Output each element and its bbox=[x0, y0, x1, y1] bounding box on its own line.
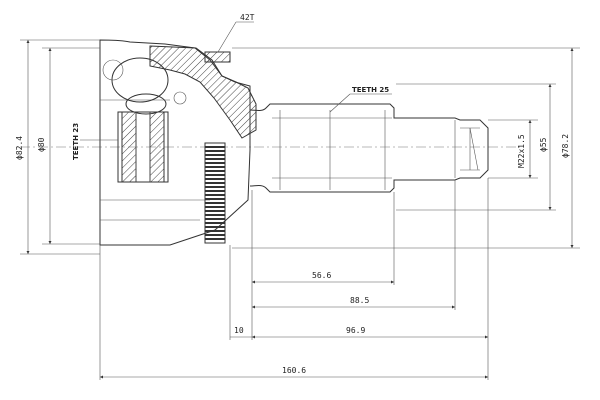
dim-dia-78-2-text: ϕ78.2 bbox=[561, 134, 570, 158]
abs-ring-tooth bbox=[205, 150, 225, 152]
label-teeth-25-text: TEETH 25 bbox=[352, 86, 389, 94]
abs-ring-tooth bbox=[205, 154, 225, 156]
dim-len-88-5: 88.5 bbox=[252, 296, 455, 309]
abs-ring-tooth bbox=[205, 194, 225, 196]
abs-ring-tooth bbox=[205, 186, 225, 188]
dim-dia-55: ϕ55 bbox=[396, 83, 556, 211]
dim-dia-80-text: ϕ80 bbox=[37, 137, 46, 152]
abs-ring-tooth bbox=[205, 190, 225, 192]
label-teeth-23-text: TEETH 23 bbox=[72, 123, 80, 160]
ball-cage bbox=[102, 57, 187, 115]
dim-len-96-9: 96.9 bbox=[252, 326, 488, 339]
dim-len-160-6: 160.6 bbox=[100, 366, 488, 379]
abs-ring-tooth bbox=[205, 222, 225, 224]
abs-ring-tooth bbox=[205, 166, 225, 168]
label-42t: 42T bbox=[217, 13, 255, 53]
abs-ring-tooth bbox=[205, 214, 225, 216]
outer-housing bbox=[99, 39, 257, 246]
abs-ring-tooth bbox=[205, 146, 225, 148]
abs-ring-tooth bbox=[205, 230, 225, 232]
dim-len-96-9-text: 96.9 bbox=[346, 326, 365, 335]
dim-len-10-text: 10 bbox=[234, 326, 244, 335]
abs-ring-tooth bbox=[205, 178, 225, 180]
dim-dia-80: ϕ80 bbox=[37, 47, 100, 245]
dim-len-56-6: 56.6 bbox=[252, 271, 394, 284]
dim-len-160-6-text: 160.6 bbox=[282, 366, 306, 375]
label-teeth-25: TEETH 25 bbox=[329, 86, 392, 113]
abs-ring-tooth bbox=[205, 162, 225, 164]
abs-ring-tooth bbox=[205, 210, 225, 212]
abs-ring-tooth bbox=[205, 202, 225, 204]
inner-race bbox=[117, 111, 169, 183]
dim-dia-82-4-text: ϕ82.4 bbox=[15, 136, 24, 160]
extension-lines bbox=[99, 178, 489, 380]
abs-ring-tooth bbox=[205, 238, 225, 240]
dim-thread: M22x1.5 bbox=[488, 119, 538, 179]
abs-ring-tooth bbox=[205, 234, 225, 236]
abs-ring bbox=[204, 142, 226, 244]
abs-ring-tooth bbox=[205, 198, 225, 200]
abs-ring-tooth bbox=[205, 158, 225, 160]
dim-len-10: 10 bbox=[230, 326, 252, 338]
stub-shaft bbox=[249, 103, 489, 193]
dim-len-56-6-text: 56.6 bbox=[312, 271, 331, 280]
dim-dia-78-2: ϕ78.2 bbox=[232, 47, 580, 249]
abs-ring-tooth bbox=[205, 206, 225, 208]
dim-dia-82-4: ϕ82.4 bbox=[15, 39, 100, 255]
label-42t-text: 42T bbox=[240, 13, 255, 22]
abs-ring-tooth bbox=[205, 226, 225, 228]
dim-thread-text: M22x1.5 bbox=[517, 134, 526, 168]
dim-dia-55-text: ϕ55 bbox=[539, 137, 548, 152]
abs-ring-tooth bbox=[205, 170, 225, 172]
abs-ring-tooth bbox=[205, 174, 225, 176]
abs-ring-tooth bbox=[205, 182, 225, 184]
abs-ring-tooth bbox=[205, 218, 225, 220]
dim-len-88-5-text: 88.5 bbox=[350, 296, 369, 305]
